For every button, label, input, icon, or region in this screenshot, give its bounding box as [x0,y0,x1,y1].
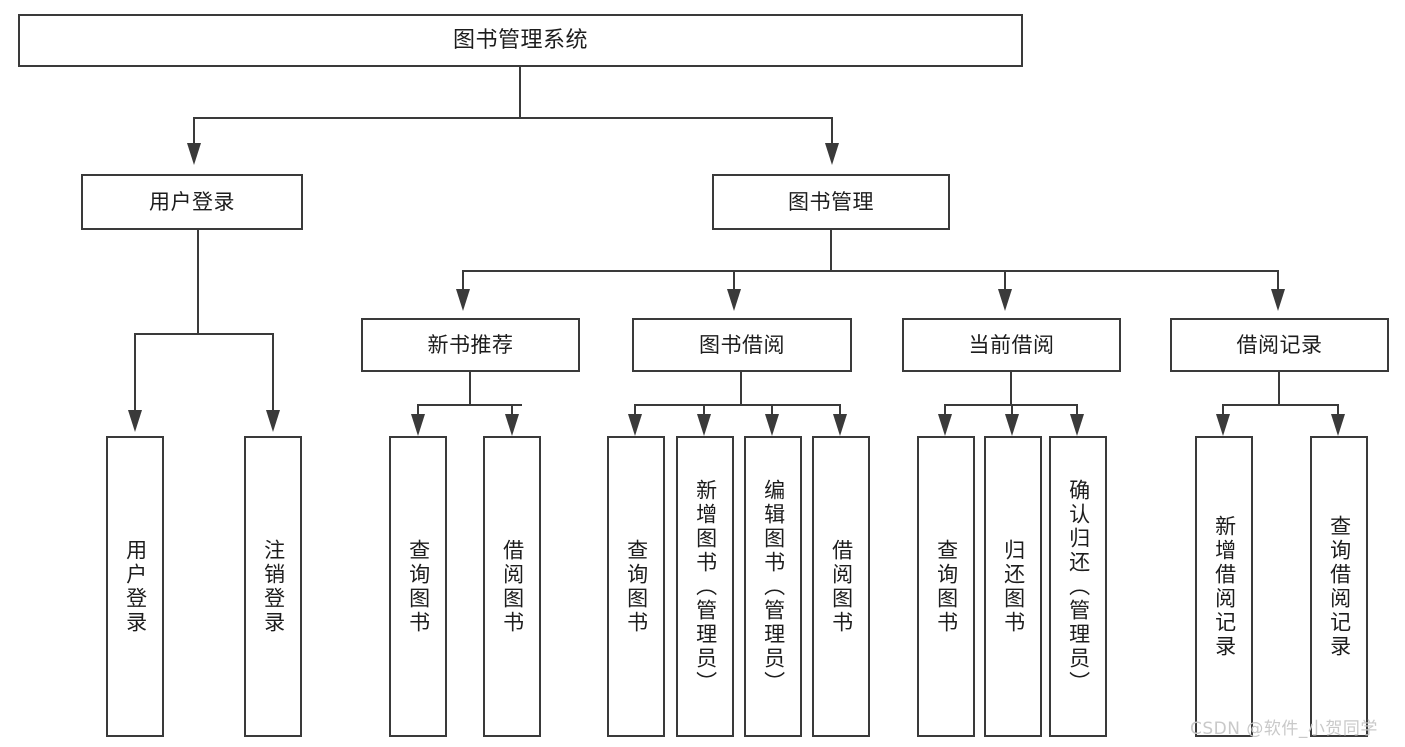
leaf-recommend-borrow-book[interactable]: 借阅图书 [483,436,541,737]
node-label: 新书推荐 [427,332,514,357]
arrowhead-leaf-logout [266,410,280,432]
connector-user-login-stem [197,230,199,334]
arrowhead-leaf-user-login [128,410,142,432]
leaf-borrow-lend-book[interactable]: 借阅图书 [812,436,870,737]
arrowhead-leaf-current-return [1005,414,1019,436]
arrowhead-leaf-current-confirm [1070,414,1084,436]
connector-book-manage-bar [462,270,1279,272]
node-label: 图书管理 [788,189,874,214]
leaf-borrow-add-book[interactable]: 新增图书（管理员） [676,436,734,737]
connector-record-stem [1278,372,1280,405]
arrowhead-borrow-record [1271,289,1285,311]
connector-user-login-bar [134,333,274,335]
node-label: 新增借阅记录 [1212,514,1237,659]
node-label: 查询借阅记录 [1327,514,1352,659]
node-label: 确认归还（管理员） [1066,478,1091,695]
arrowhead-book-borrow [727,289,741,311]
arrowhead-leaf-recommend-query [411,414,425,436]
arrowhead-to-user-login [187,143,201,165]
leaf-current-confirm-return[interactable]: 确认归还（管理员） [1049,436,1107,737]
connector-current-drop-1 [944,404,946,416]
node-book-borrow[interactable]: 图书借阅 [632,318,852,372]
arrowhead-to-book-manage [825,143,839,165]
arrowhead-leaf-record-add [1216,414,1230,436]
leaf-borrow-query-book[interactable]: 查询图书 [607,436,665,737]
node-label: 归还图书 [1001,538,1026,635]
arrowhead-leaf-recommend-borrow [505,414,519,436]
connector-current-drop-2 [1011,404,1013,416]
connector-borrow-drop-3 [771,404,773,416]
connector-borrow-stem [740,372,742,405]
node-label: 借阅图书 [500,538,525,635]
connector-record-drop-1 [1222,404,1224,416]
arrowhead-leaf-borrow-edit [765,414,779,436]
leaf-current-return-book[interactable]: 归还图书 [984,436,1042,737]
leaf-logout[interactable]: 注销登录 [244,436,302,737]
connector-borrow-bar [634,404,841,406]
connector-book-manage-drop-2 [733,270,735,290]
arrowhead-leaf-current-query [938,414,952,436]
node-label: 当前借阅 [968,332,1055,357]
connector-root-stem [519,67,521,118]
leaf-current-query-book[interactable]: 查询图书 [917,436,975,737]
leaf-user-login[interactable]: 用户登录 [106,436,164,737]
connector-current-stem [1010,372,1012,405]
node-user-login[interactable]: 用户登录 [81,174,303,230]
node-current-borrow[interactable]: 当前借阅 [902,318,1121,372]
node-label: 注销登录 [261,538,286,635]
leaf-record-add[interactable]: 新增借阅记录 [1195,436,1253,737]
connector-user-login-drop-1 [134,333,136,411]
connector-book-manage-stem [830,230,832,271]
node-label: 图书借阅 [699,332,785,357]
arrowhead-leaf-borrow-query [628,414,642,436]
node-label: 查询图书 [624,538,649,635]
csdn-watermark: CSDN @软件_小贺同学 [1190,719,1378,739]
connector-borrow-drop-2 [703,404,705,416]
node-label: 用户登录 [149,189,235,214]
connector-book-manage-drop-3 [1004,270,1006,290]
node-label: 查询图书 [934,538,959,635]
arrowhead-leaf-borrow-add [697,414,711,436]
connector-recommend-stem [469,372,471,405]
connector-recommend-bar [417,404,522,406]
node-label: 编辑图书（管理员） [761,478,786,695]
arrowhead-current-borrow [998,289,1012,311]
arrowhead-leaf-borrow-lend [833,414,847,436]
connector-root-to-book-manage [831,117,833,144]
node-book-management[interactable]: 图书管理 [712,174,950,230]
node-label: 新增图书（管理员） [693,478,718,695]
connector-recommend-drop-2 [511,404,513,416]
connector-user-login-drop-2 [272,333,274,411]
connector-root-bar [193,117,833,119]
node-label: 查询图书 [406,538,431,635]
node-label: 用户登录 [123,538,148,635]
node-new-book-recommend[interactable]: 新书推荐 [361,318,580,372]
node-label: 借阅记录 [1236,332,1323,357]
leaf-borrow-edit-book[interactable]: 编辑图书（管理员） [744,436,802,737]
connector-book-manage-drop-4 [1277,270,1279,290]
node-borrow-record[interactable]: 借阅记录 [1170,318,1389,372]
node-root-system[interactable]: 图书管理系统 [18,14,1023,67]
connector-recommend-drop-1 [417,404,419,416]
connector-record-bar [1222,404,1339,406]
connector-borrow-drop-4 [839,404,841,416]
arrowhead-leaf-record-query [1331,414,1345,436]
connector-book-manage-drop-1 [462,270,464,290]
leaf-recommend-query-book[interactable]: 查询图书 [389,436,447,737]
arrowhead-new-book-recommend [456,289,470,311]
connector-borrow-drop-1 [634,404,636,416]
node-label: 借阅图书 [829,538,854,635]
connector-root-to-user-login [193,117,195,144]
node-label: 图书管理系统 [452,27,588,53]
connector-current-drop-3 [1076,404,1078,416]
leaf-record-query[interactable]: 查询借阅记录 [1310,436,1368,737]
connector-record-drop-2 [1337,404,1339,416]
